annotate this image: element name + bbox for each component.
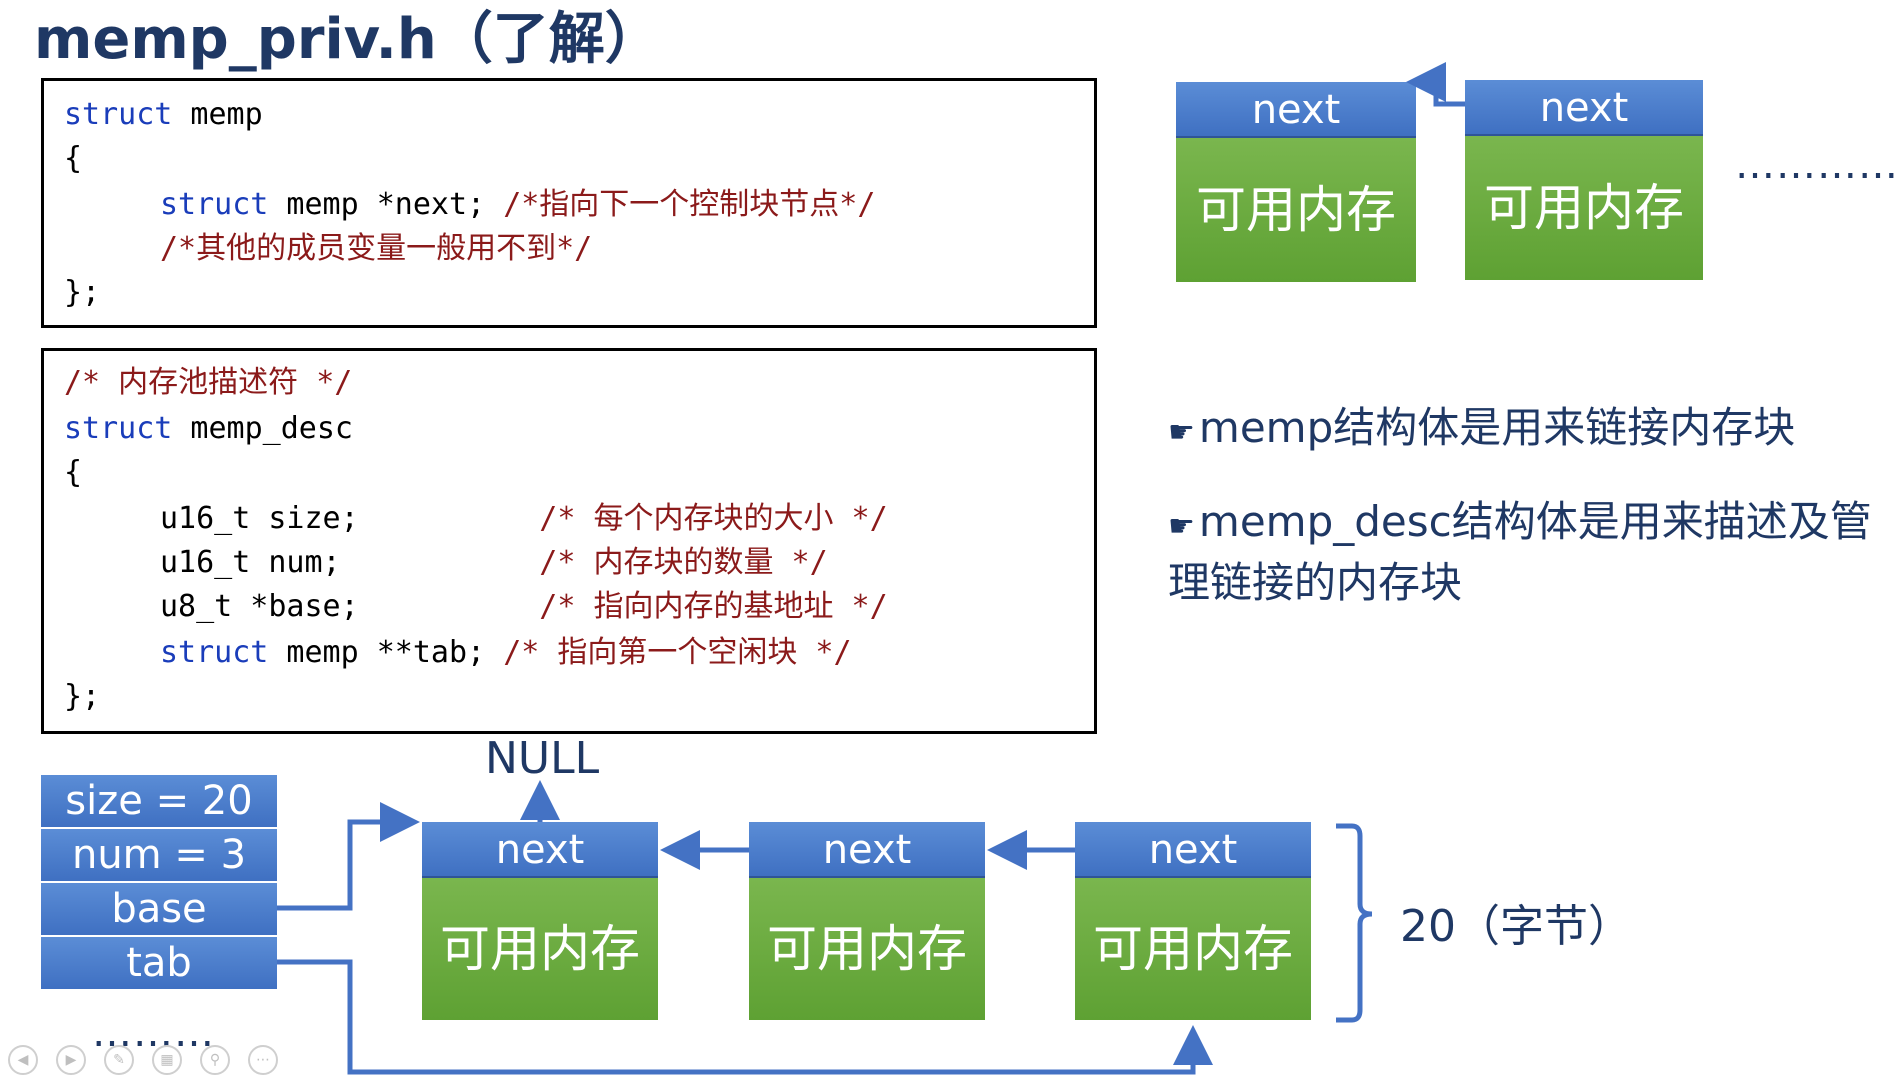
bullet-text: memp_desc结构体是用来描述及管理链接的内存块 xyxy=(1168,497,1872,607)
code-keyword: struct xyxy=(64,411,173,446)
pointing-hand-icon: ☛ xyxy=(1168,415,1195,450)
code-line: struct memp_desc xyxy=(64,407,353,451)
node-memory-body: 可用内存 xyxy=(749,878,985,1020)
code-line: struct memp **tab; /* 指向第一个空闲块 */ xyxy=(64,631,852,675)
more-icon[interactable]: ⋯ xyxy=(248,1045,278,1075)
memp-desc-table: size = 20 num = 3 base tab xyxy=(41,775,277,991)
base-to-first-node-arrow xyxy=(277,802,420,911)
node-next-header: next xyxy=(1465,80,1703,136)
code-line: u16_t size; /* 每个内存块的大小 */ xyxy=(64,497,888,541)
node-next-header: next xyxy=(422,822,658,878)
desc-cell-base: base xyxy=(41,883,277,935)
code-block-memp: struct memp { struct memp *next; /*指向下一个… xyxy=(41,78,1097,328)
prev-icon[interactable]: ◀ xyxy=(8,1045,38,1075)
code-block-memp-desc: /* 内存池描述符 */ struct memp_desc { u16_t si… xyxy=(41,348,1097,734)
node-next-header: next xyxy=(749,822,985,878)
slides-icon[interactable]: ▦ xyxy=(152,1045,182,1075)
code-comment: /* 内存块的数量 */ xyxy=(539,545,828,580)
code-comment: /* 指向第一个空闲块 */ xyxy=(503,635,852,670)
desc-cell-num: num = 3 xyxy=(41,829,277,881)
bullet-text: memp结构体是用来链接内存块 xyxy=(1198,403,1796,452)
code-text: memp *next; xyxy=(268,187,504,222)
top-next-arrow xyxy=(1406,62,1465,107)
code-line: /* 内存池描述符 */ xyxy=(64,361,352,405)
node-memory-body: 可用内存 xyxy=(1465,136,1703,280)
code-comment: /*指向下一个控制块节点*/ xyxy=(503,187,876,222)
top-chain-ellipsis: ………… xyxy=(1735,142,1899,188)
code-keyword: struct xyxy=(160,187,269,222)
size-brace xyxy=(1336,823,1373,1023)
code-line: u16_t num; /* 内存块的数量 */ xyxy=(64,541,828,585)
code-comment: /* 内存池描述符 */ xyxy=(64,365,353,400)
code-text: u8_t *base; xyxy=(160,589,540,624)
desc-cell-size: size = 20 xyxy=(41,775,277,827)
code-keyword: struct xyxy=(160,635,269,670)
bottom-memory-node-2: next 可用内存 xyxy=(749,822,985,1020)
code-text: memp_desc xyxy=(172,411,353,446)
code-keyword: struct xyxy=(64,97,173,132)
pen-icon[interactable]: ✎ xyxy=(104,1045,134,1075)
code-text: u16_t size; xyxy=(160,501,540,536)
code-line: struct memp xyxy=(64,93,263,137)
code-comment: /*其他的成员变量一般用不到*/ xyxy=(160,231,593,266)
code-text: memp xyxy=(172,97,263,132)
top-memory-node-1: next 可用内存 xyxy=(1176,82,1416,282)
node-memory-body: 可用内存 xyxy=(1075,878,1311,1020)
code-line: }; xyxy=(64,275,101,310)
bullet-memp-desc: ☛memp_desc结构体是用来描述及管理链接的内存块 xyxy=(1168,494,1892,611)
code-line: /*其他的成员变量一般用不到*/ xyxy=(64,227,592,271)
zoom-icon[interactable]: ⚲ xyxy=(200,1045,230,1075)
page-title: memp_priv.h（了解） xyxy=(34,7,661,72)
code-comment: /* 每个内存块的大小 */ xyxy=(539,501,888,536)
code-comment: /* 指向内存的基地址 */ xyxy=(539,589,888,624)
next-icon[interactable]: ▶ xyxy=(56,1045,86,1075)
node-next-header: next xyxy=(1075,822,1311,878)
bottom-memory-node-1: next 可用内存 xyxy=(422,822,658,1020)
code-text: memp **tab; xyxy=(268,635,504,670)
code-line: u8_t *base; /* 指向内存的基地址 */ xyxy=(64,585,888,629)
node-memory-body: 可用内存 xyxy=(1176,138,1416,282)
code-line: struct memp *next; /*指向下一个控制块节点*/ xyxy=(64,183,875,227)
bottom-memory-node-3: next 可用内存 xyxy=(1075,822,1311,1020)
node-next-header: next xyxy=(1176,82,1416,138)
code-line: { xyxy=(64,455,83,490)
block-size-label: 20（字节） xyxy=(1400,901,1632,952)
pointing-hand-icon: ☛ xyxy=(1168,509,1195,544)
node-memory-body: 可用内存 xyxy=(422,878,658,1020)
top-memory-node-2: next 可用内存 xyxy=(1465,80,1703,280)
desc-cell-tab: tab xyxy=(41,937,277,989)
code-text: u16_t num; xyxy=(160,545,540,580)
code-line: { xyxy=(64,141,83,176)
bullet-memp: ☛memp结构体是用来链接内存块 xyxy=(1168,400,1888,461)
tab-to-last-node-arrow xyxy=(277,959,1213,1075)
null-label: NULL xyxy=(485,733,600,784)
code-line: }; xyxy=(64,679,101,714)
